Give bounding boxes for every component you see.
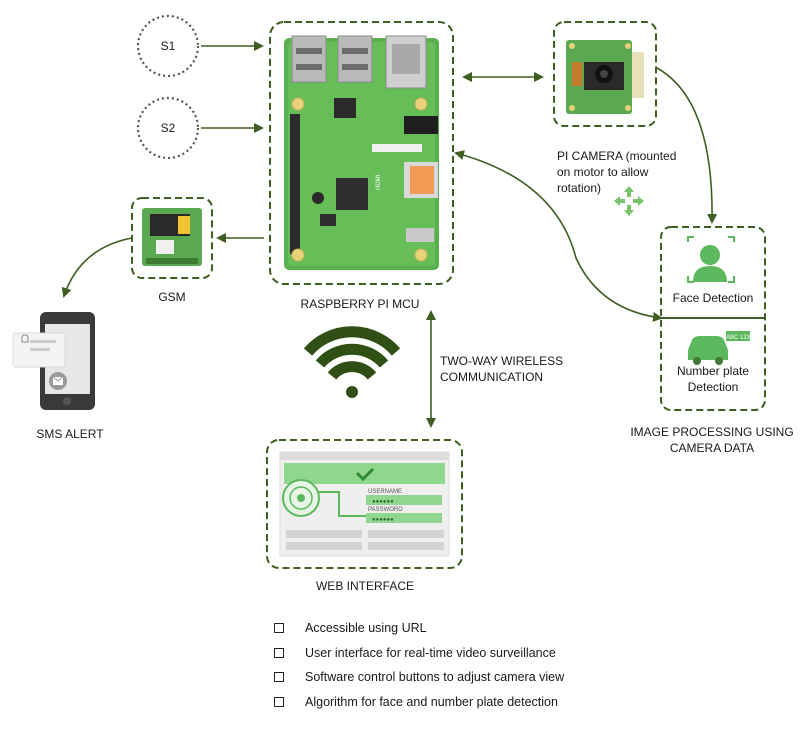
checkbox-icon (274, 623, 284, 633)
hdmi-text: HDMI (376, 174, 382, 190)
raspberry-pi-label: RASPBERRY PI MCU (300, 297, 420, 311)
sms-alert-phone (12, 312, 95, 410)
processing-to-pi-arrow (454, 150, 663, 322)
pi-camera-label-line3: rotation) (557, 181, 602, 195)
image-processing-title: IMAGE PROCESSING USING CAMERA DATA (622, 424, 802, 456)
connectors (61, 41, 718, 428)
feature-text: Accessible using URL (305, 621, 427, 635)
password-label: PASSWORD (368, 507, 403, 513)
number-plate-label-line1: Number plate (676, 364, 750, 378)
sensor-s2-label: S2 (160, 121, 176, 135)
wireless-label-line2: COMMUNICATION (440, 370, 544, 384)
checkbox-icon (274, 647, 284, 658)
feature-text: Software control buttons to adjust camer… (305, 670, 565, 684)
password-value: ●●●●●● (372, 517, 394, 523)
web-interface-mockup: USERNAME ●●●●●● PASSWORD ●●●●●● (266, 439, 463, 569)
wireless-label-line1: TWO-WAY WIRELESS (440, 354, 564, 368)
feature-text: Algorithm for face and number plate dete… (305, 694, 558, 709)
wireless-label: TWO-WAY WIRELESS COMMUNICATION (440, 353, 570, 385)
image-processing-title-line1: IMAGE PROCESSING USING (630, 425, 794, 439)
gsm-module (131, 197, 213, 279)
wireless-signal-icon (303, 326, 401, 398)
checkbox-icon (274, 696, 284, 707)
image-processing-box: ABC 123 (660, 226, 766, 411)
checkbox-icon (274, 672, 284, 682)
raspberry-pi-board: HDMI (269, 21, 454, 285)
camera-to-processing-arrow (656, 67, 718, 224)
gsm-to-phone-arrow (61, 237, 133, 298)
number-plate-car-icon: ABC 123 (688, 331, 751, 365)
sensor-s1-label: S1 (160, 39, 176, 53)
pi-camera-label-line1: PI CAMERA (mounted (557, 149, 677, 163)
face-detection-icon (687, 236, 735, 283)
gsm-label: GSM (158, 290, 186, 304)
sensor-s2 (136, 96, 200, 160)
face-detection-label: Face Detection (672, 291, 754, 305)
sms-alert-label: SMS ALERT (36, 427, 104, 441)
pi-camera (553, 21, 657, 127)
pi-camera-label-line2: on motor to allow (557, 165, 649, 179)
username-label: USERNAME (368, 489, 402, 495)
web-interface-label: WEB INTERFACE (315, 579, 414, 593)
number-plate-label-line2: Detection (687, 380, 739, 394)
pi-camera-label: PI CAMERA (mounted on motor to allow rot… (557, 148, 697, 196)
sensor-s1 (136, 14, 200, 78)
username-value: ●●●●●● (372, 499, 394, 505)
number-plate-label: Number plate Detection (661, 363, 765, 395)
image-processing-title-line2: CAMERA DATA (669, 441, 755, 455)
feature-text: User interface for real-time video surve… (305, 645, 556, 660)
plate-text: ABC 123 (726, 335, 751, 341)
